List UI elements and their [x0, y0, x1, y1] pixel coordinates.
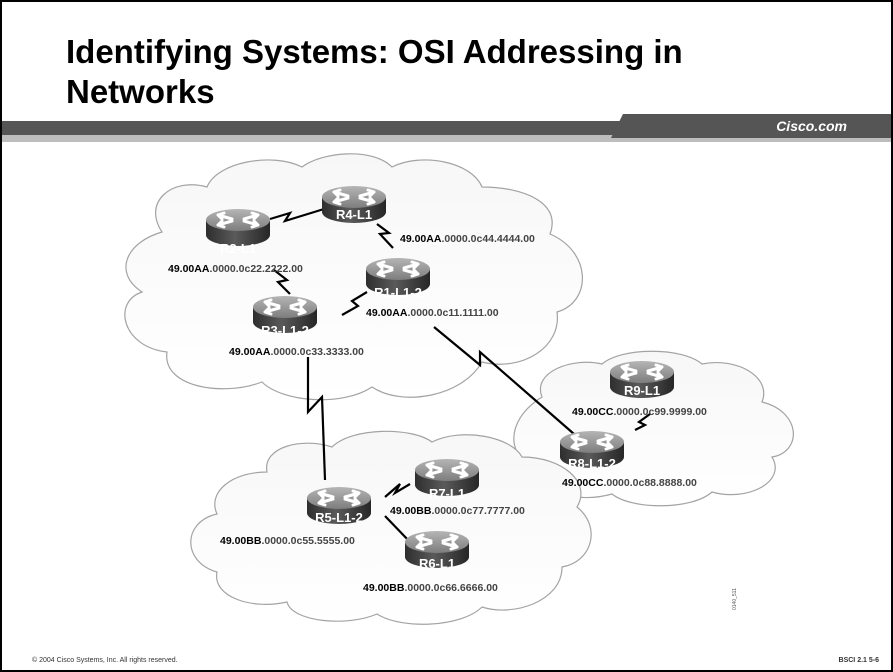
router-r5[interactable]: R5-L1-2 — [307, 487, 371, 525]
router-r8-label: R8-L1-2 — [568, 456, 616, 471]
link-r5-r6 — [384, 515, 411, 543]
address-r6: 49.00BB.0000.0c66.6666.00 — [363, 582, 498, 594]
footer-copyright: © 2004 Cisco Systems, Inc. All rights re… — [32, 657, 178, 664]
router-r4[interactable]: R4-L1 — [322, 186, 386, 223]
serial-links — [269, 207, 651, 543]
router-r2-label: R2-L1 — [220, 241, 256, 256]
address-r4: 49.00AA.0000.0c44.4444.00 — [400, 233, 535, 245]
address-r3: 49.00AA.0000.0c33.3333.00 — [229, 346, 364, 358]
address-r7: 49.00BB.0000.0c77.7777.00 — [390, 505, 525, 517]
figure-code: 0140_511 — [732, 588, 738, 610]
area-bb-cloud — [190, 430, 592, 625]
address-r1: 49.00AA.0000.0c11.1111.00 — [366, 307, 499, 319]
link-r4-r1 — [376, 223, 394, 249]
router-r1[interactable]: R1-L1-2 — [366, 258, 430, 300]
router-r3[interactable]: R3-L1-2 — [253, 296, 317, 338]
address-r9: 49.00CC.0000.0c99.9999.00 — [572, 406, 707, 418]
title-rule-shadow — [2, 135, 891, 142]
link-r2-r4 — [269, 207, 325, 223]
router-r5-label: R5-L1-2 — [315, 510, 363, 525]
router-r3-label: R3-L1-2 — [261, 323, 309, 338]
router-r4-label: R4-L1 — [336, 207, 372, 222]
link-r9-r8 — [634, 413, 651, 431]
router-r2[interactable]: R2-L1 — [206, 209, 270, 256]
brand-link[interactable]: Cisco.com — [776, 118, 847, 134]
slide-title: Identifying Systems: OSI Addressing in N… — [66, 33, 683, 110]
brand-tab — [611, 114, 891, 138]
link-r2-r3 — [273, 269, 291, 295]
router-r6[interactable]: R6-L1 — [405, 531, 469, 571]
link-r1-r3 — [341, 291, 368, 316]
footer-course: BSCI 2.1 5-6 — [838, 657, 879, 664]
router-r1-label: R1-L1-2 — [374, 285, 422, 300]
router-r8[interactable]: R8-L1-2 — [560, 431, 624, 471]
link-r1-r8 — [433, 326, 575, 435]
address-r5: 49.00BB.0000.0c55.5555.00 — [220, 535, 355, 547]
router-r7-label: R7-L1 — [429, 486, 465, 501]
router-r9[interactable]: R9-L1 — [610, 361, 674, 398]
link-r3-r5 — [306, 357, 327, 481]
link-r5-r7 — [384, 483, 411, 498]
address-r8: 49.00CC.0000.0c88.8888.00 — [562, 477, 697, 489]
router-r6-label: R6-L1 — [419, 556, 455, 571]
address-r2: 49.00AA.0000.0c22.2222.00 — [168, 263, 303, 275]
router-r7[interactable]: R7-L1 — [415, 459, 479, 501]
router-r9-label: R9-L1 — [624, 383, 660, 398]
